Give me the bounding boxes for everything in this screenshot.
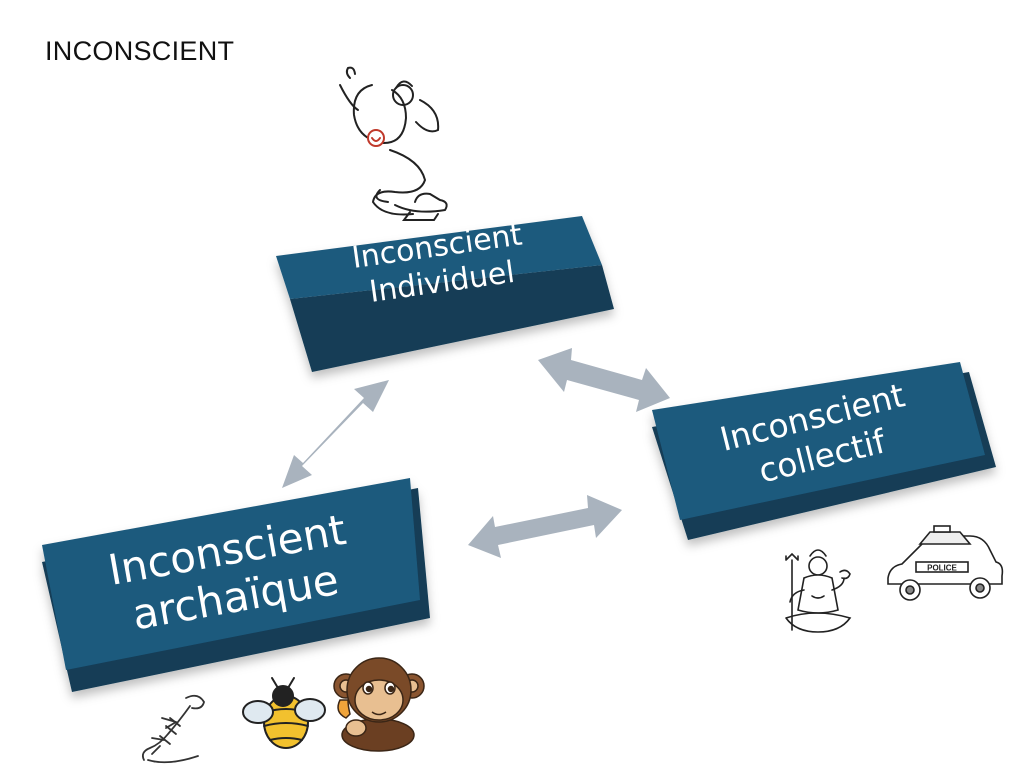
node-inconscient-archaique <box>42 478 430 692</box>
bee-icon <box>242 677 326 749</box>
page-title: INCONSCIENT <box>45 36 235 66</box>
lizard-icon <box>141 694 205 764</box>
police-car-icon: POLICE <box>887 525 1004 601</box>
arrow-archaique-collectif <box>468 495 622 558</box>
arrow-individuel-archaique <box>282 380 389 488</box>
svg-text:POLICE: POLICE <box>927 564 957 573</box>
arrow-individuel-collectif <box>538 348 670 412</box>
node-inconscient-collectif <box>652 362 996 540</box>
deity-icon <box>785 549 852 633</box>
node-inconscient-individuel <box>276 216 614 372</box>
genie-icon <box>339 66 448 221</box>
monkey-icon <box>333 657 425 752</box>
